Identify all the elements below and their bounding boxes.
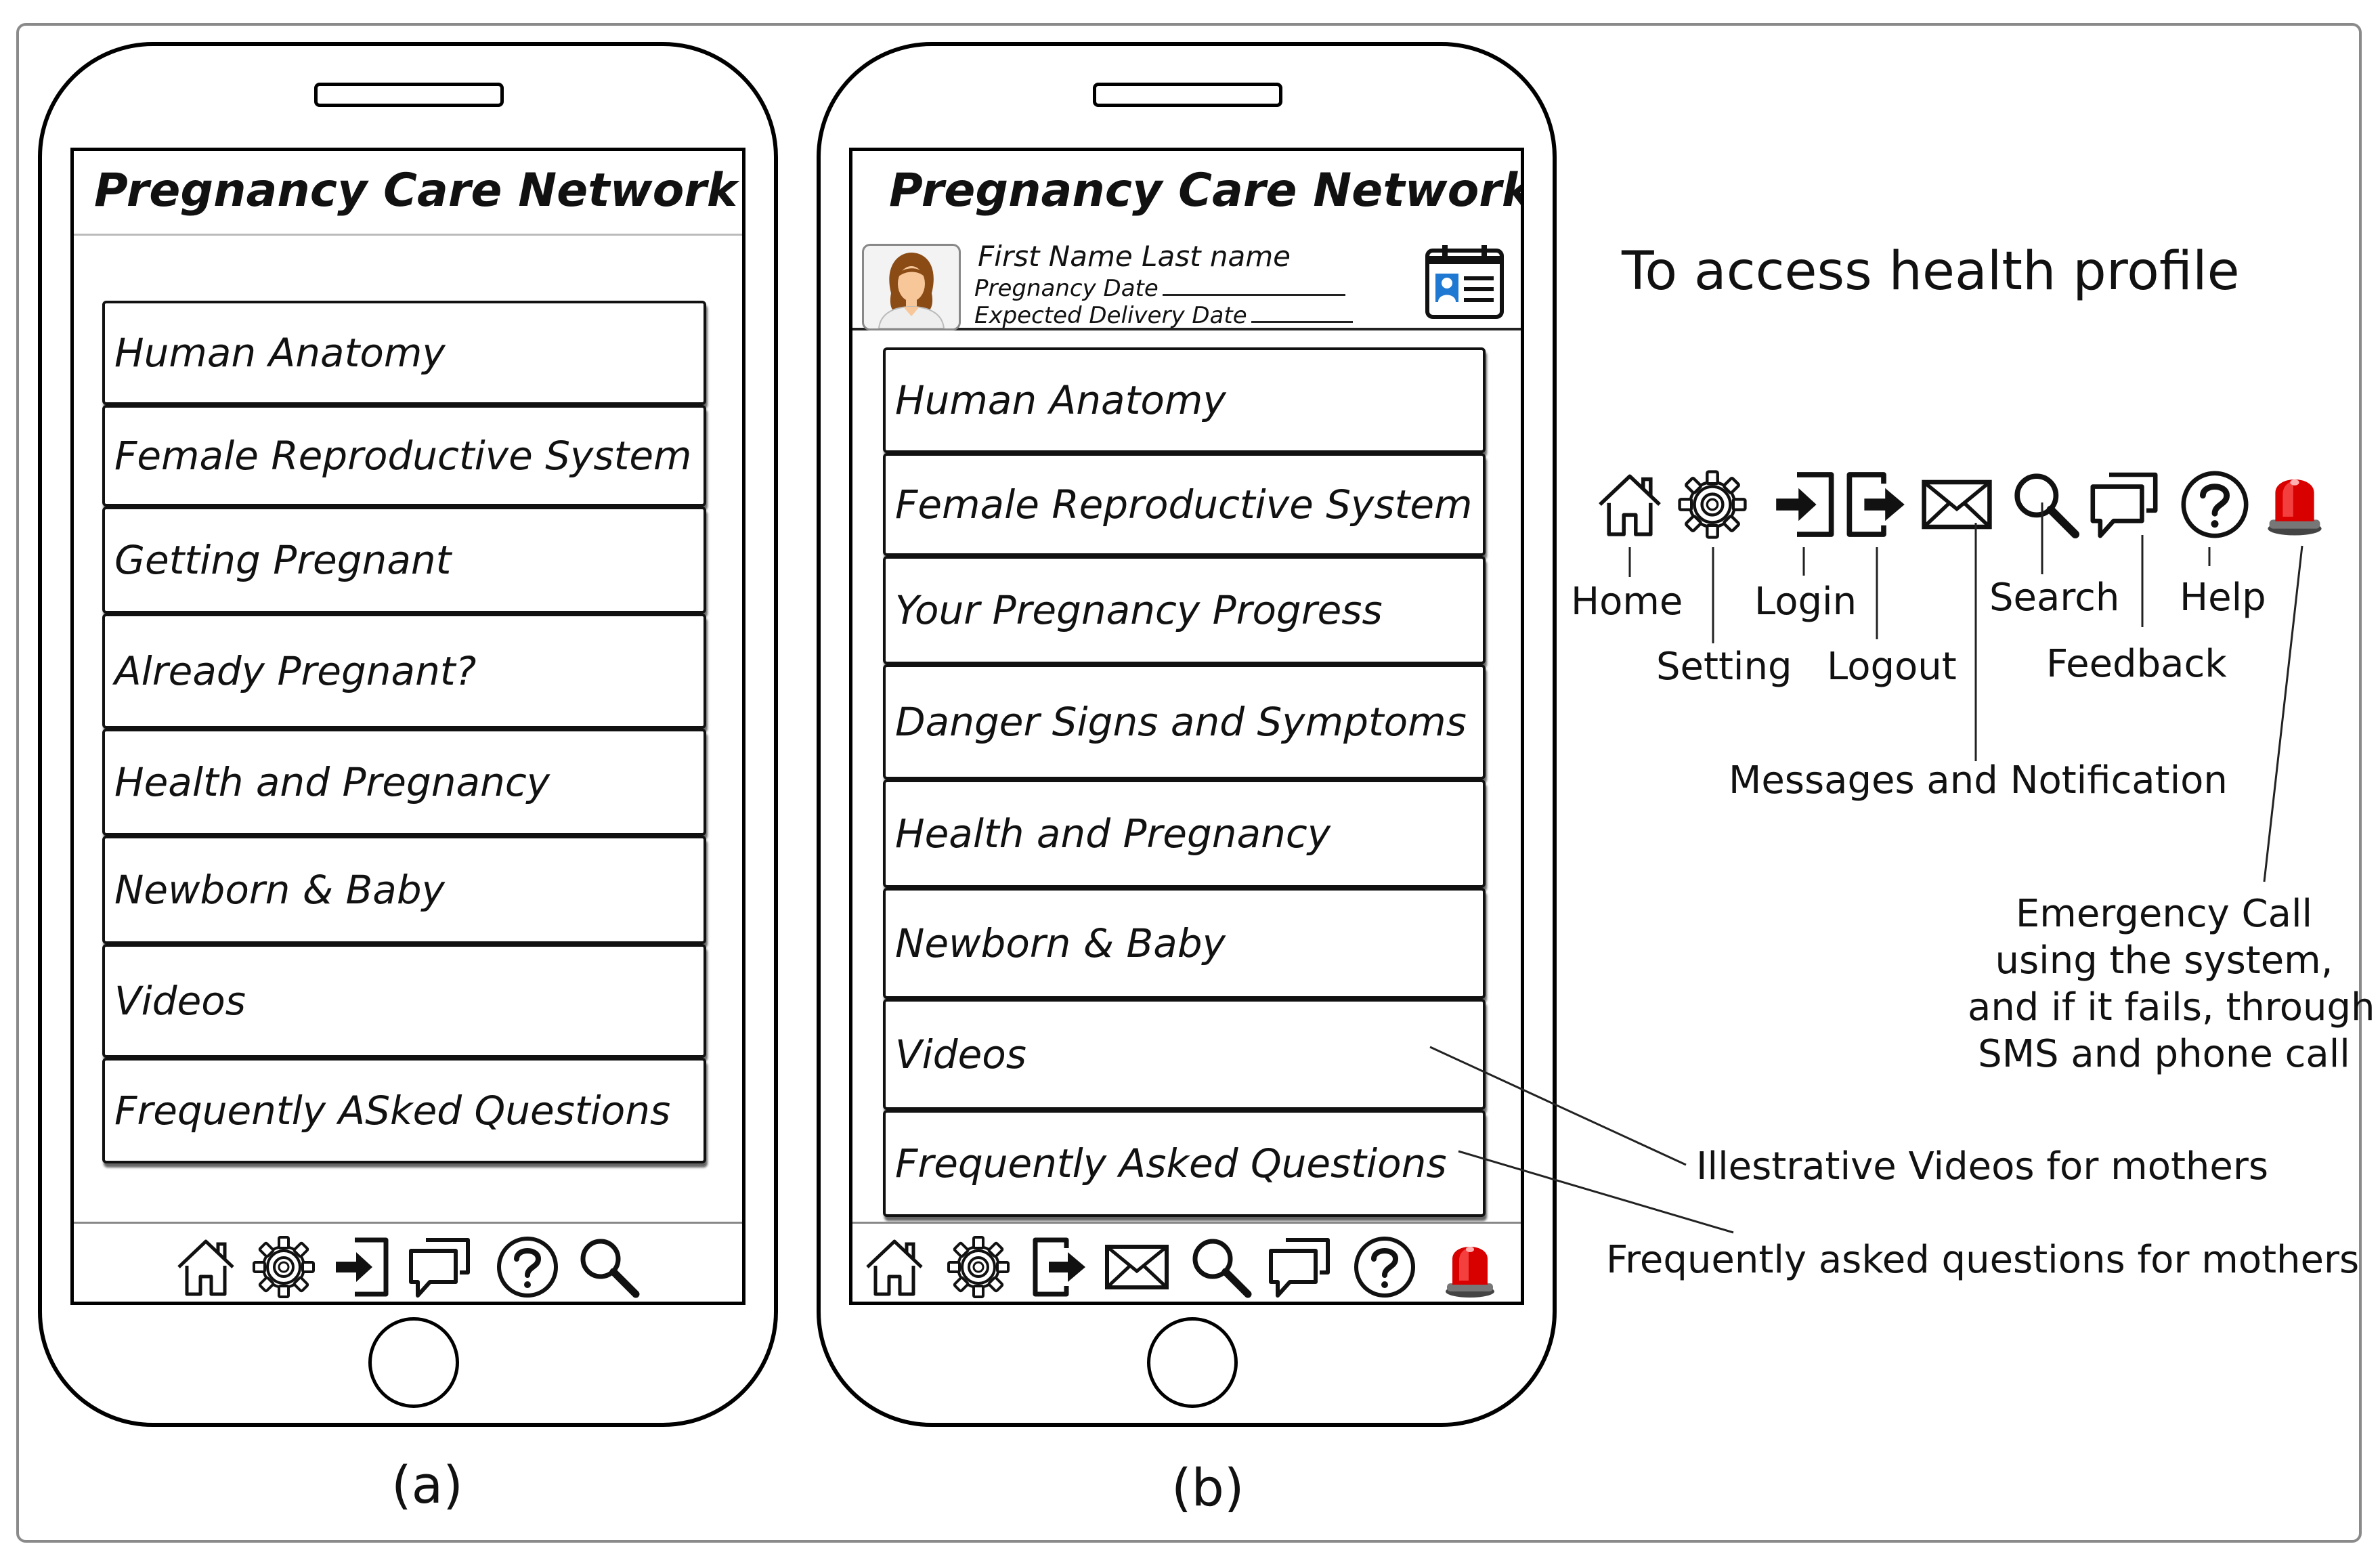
label-setting: Setting bbox=[1656, 645, 1792, 689]
pregnancy-date-row: Pregnancy Date bbox=[974, 275, 1345, 302]
bottom-toolbar-b bbox=[852, 1222, 1521, 1302]
menu-item-health-and-pregnancy[interactable]: Health and Pregnancy bbox=[102, 729, 706, 836]
health-profile-header[interactable]: First Name Last name Pregnancy Date Expe… bbox=[852, 236, 1521, 330]
phone-mockup-b: Pregnancy Care Network First Name Last n… bbox=[817, 42, 1557, 1427]
menu-item-female-reproductive-system[interactable]: Female Reproductive System bbox=[102, 405, 706, 507]
menu-item-videos[interactable]: Videos bbox=[102, 944, 706, 1058]
label-faq: Frequently asked questions for mothers bbox=[1606, 1238, 2360, 1282]
label-messages: Messages and Notification bbox=[1729, 758, 2228, 802]
delivery-date-field[interactable] bbox=[1251, 302, 1353, 323]
app-title: Pregnancy Care Network bbox=[889, 164, 1521, 217]
label-help: Help bbox=[2180, 576, 2266, 620]
menu-item-newborn-baby[interactable]: Newborn & Baby bbox=[883, 888, 1486, 999]
menu-item-already-pregnant[interactable]: Already Pregnant? bbox=[102, 614, 706, 729]
label-search: Search bbox=[1989, 576, 2120, 620]
label-feedback: Feedback bbox=[2046, 642, 2227, 686]
label-logout: Logout bbox=[1827, 645, 1957, 689]
phone-home-button[interactable] bbox=[1147, 1317, 1238, 1408]
id-card-icon[interactable] bbox=[1425, 244, 1505, 320]
label-emergency-line: Emergency Call bbox=[2015, 892, 2313, 936]
label-emergency-line: and if it fails, through bbox=[1968, 985, 2375, 1029]
label-login: Login bbox=[1754, 580, 1857, 624]
annotation-health-profile: To access health profile bbox=[1622, 241, 2240, 302]
phone-mockup-a: Pregnancy Care Network Human Anatomy Fem… bbox=[38, 42, 778, 1427]
menu-item-faq[interactable]: Frequently Asked Questions bbox=[883, 1110, 1486, 1217]
profile-name: First Name Last name bbox=[978, 240, 1291, 273]
menu-item-human-anatomy[interactable]: Human Anatomy bbox=[102, 301, 706, 405]
caption-b: (b) bbox=[1171, 1457, 1245, 1518]
menu-item-health-and-pregnancy[interactable]: Health and Pregnancy bbox=[883, 779, 1486, 888]
menu-item-human-anatomy[interactable]: Human Anatomy bbox=[883, 347, 1486, 453]
label-emergency-line: SMS and phone call bbox=[1978, 1032, 2350, 1076]
phone-speaker bbox=[1093, 83, 1282, 107]
phone-home-button[interactable] bbox=[368, 1317, 459, 1408]
phone-speaker bbox=[314, 83, 504, 107]
phone-screen-a: Pregnancy Care Network Human Anatomy Fem… bbox=[70, 148, 745, 1305]
figure-frame bbox=[16, 23, 2362, 1543]
avatar[interactable] bbox=[862, 244, 961, 330]
pregnancy-date-label: Pregnancy Date bbox=[974, 275, 1159, 302]
label-emergency-line: using the system, bbox=[1995, 939, 2333, 983]
caption-a: (a) bbox=[391, 1455, 463, 1515]
menu-item-videos[interactable]: Videos bbox=[883, 999, 1486, 1110]
delivery-date-row: Expected Delivery Date bbox=[974, 302, 1353, 329]
label-videos: Illestrative Videos for mothers bbox=[1696, 1144, 2269, 1189]
delivery-date-label: Expected Delivery Date bbox=[974, 302, 1247, 329]
app-title: Pregnancy Care Network bbox=[74, 151, 742, 236]
menu-item-female-reproductive-system[interactable]: Female Reproductive System bbox=[883, 453, 1486, 556]
label-home: Home bbox=[1571, 580, 1683, 624]
menu-item-newborn-baby[interactable]: Newborn & Baby bbox=[102, 836, 706, 944]
bottom-toolbar-a bbox=[74, 1222, 742, 1302]
pregnancy-date-field[interactable] bbox=[1162, 275, 1345, 296]
menu-item-faq[interactable]: Frequently ASked Questions bbox=[102, 1058, 706, 1163]
label-emergency: Emergency Call using the system, and if … bbox=[1968, 891, 2375, 1077]
menu-item-getting-pregnant[interactable]: Getting Pregnant bbox=[102, 507, 706, 614]
menu-item-danger-signs[interactable]: Danger Signs and Symptoms bbox=[883, 664, 1486, 779]
menu-item-pregnancy-progress[interactable]: Your Pregnancy Progress bbox=[883, 556, 1486, 664]
phone-screen-b: Pregnancy Care Network First Name Last n… bbox=[849, 148, 1524, 1305]
